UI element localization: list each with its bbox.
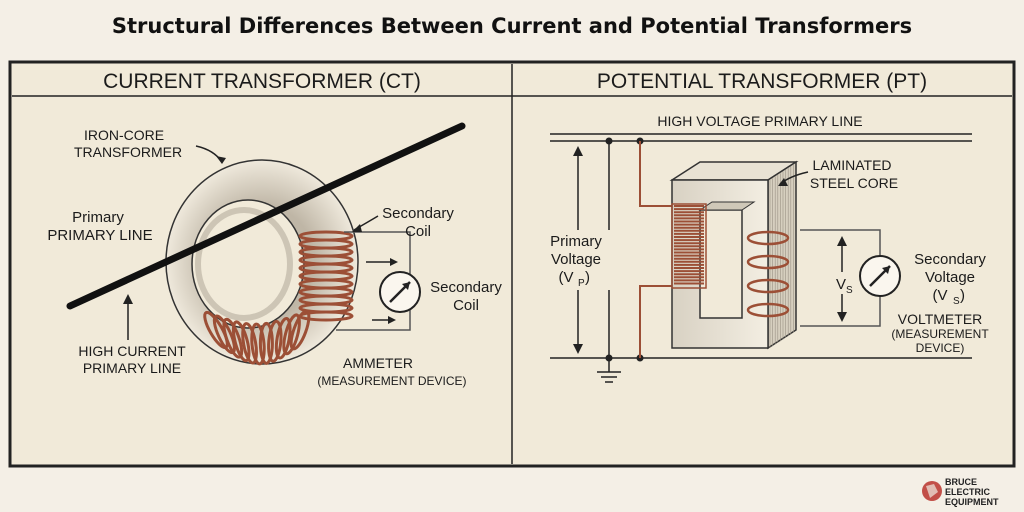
voltmeter-sublabel-2: DEVICE) [916,341,965,355]
secondary-voltage-label-1: Secondary [914,251,986,268]
pt-secondary-lead-upper [800,229,881,256]
primary-voltage-label-3: (V [559,269,574,286]
pt-primary-lead-upper [639,141,672,207]
ct-secondary-coil-2b: Coil [453,297,479,314]
pt-core-label-1: LAMINATED [812,157,891,173]
page-title: Structural Differences Between Current a… [111,14,913,38]
ct-core-label-2: TRANSFORMER [74,144,182,160]
ct-high-current-2: PRIMARY LINE [83,360,181,376]
ct-lead-lower [336,310,411,331]
voltmeter-label: VOLTMETER [898,311,983,327]
pt-primary-winding [671,203,707,289]
ammeter-label: AMMETER [343,355,413,371]
vs-label: V [836,276,846,293]
ct-secondary-coil-1b: Coil [405,223,431,240]
pt-hv-line-label: HIGH VOLTAGE PRIMARY LINE [657,113,862,129]
ct-high-current-1: HIGH CURRENT [78,343,186,359]
primary-voltage-subscript: P [578,278,585,289]
svg-text:): ) [960,287,965,304]
pt-secondary-winding [746,230,790,318]
secondary-voltage-label-3: (V [933,287,948,304]
ground-symbol-icon [597,371,621,383]
logo-line-2: ELECTRIC [945,487,991,497]
ct-primary-label-2: PRIMARY LINE [47,227,152,244]
ct-toroid-hole [191,199,305,329]
primary-voltage-label-2: Voltage [551,251,601,268]
logo-line-3: EQUIPMENT [945,497,999,507]
logo-line-1: BRUCE [945,477,977,487]
primary-voltage-label-1: Primary [550,233,602,250]
ct-core-label-1: IRON-CORE [84,127,164,143]
bruce-electric-logo: BRUCE ELECTRIC EQUIPMENT [922,477,999,507]
pt-primary-lead-lower [639,285,672,358]
ct-primary-label-1: Primary [72,209,124,226]
ct-secondary-winding [298,230,354,322]
voltmeter-sublabel-1: (MEASUREMENT [891,327,989,341]
secondary-voltage-label-2: Voltage [925,269,975,286]
vs-subscript: S [846,285,853,296]
ct-secondary-coil-1: Secondary [382,205,454,222]
ct-secondary-coil-2: Secondary [430,279,502,296]
ct-primary-conductor [66,122,466,310]
svg-text:): ) [585,269,590,286]
secondary-voltage-subscript: S [953,296,960,307]
pt-heading: POTENTIAL TRANSFORMER (PT) [597,70,927,93]
pt-secondary-lead-lower [800,296,881,327]
ct-lead-upper [344,231,411,290]
ct-heading: CURRENT TRANSFORMER (CT) [103,70,421,93]
pt-core-label-2: STEEL CORE [810,175,898,191]
ct-secondary-winding-lower [203,309,311,366]
ammeter-sublabel: (MEASUREMENT DEVICE) [317,374,466,388]
